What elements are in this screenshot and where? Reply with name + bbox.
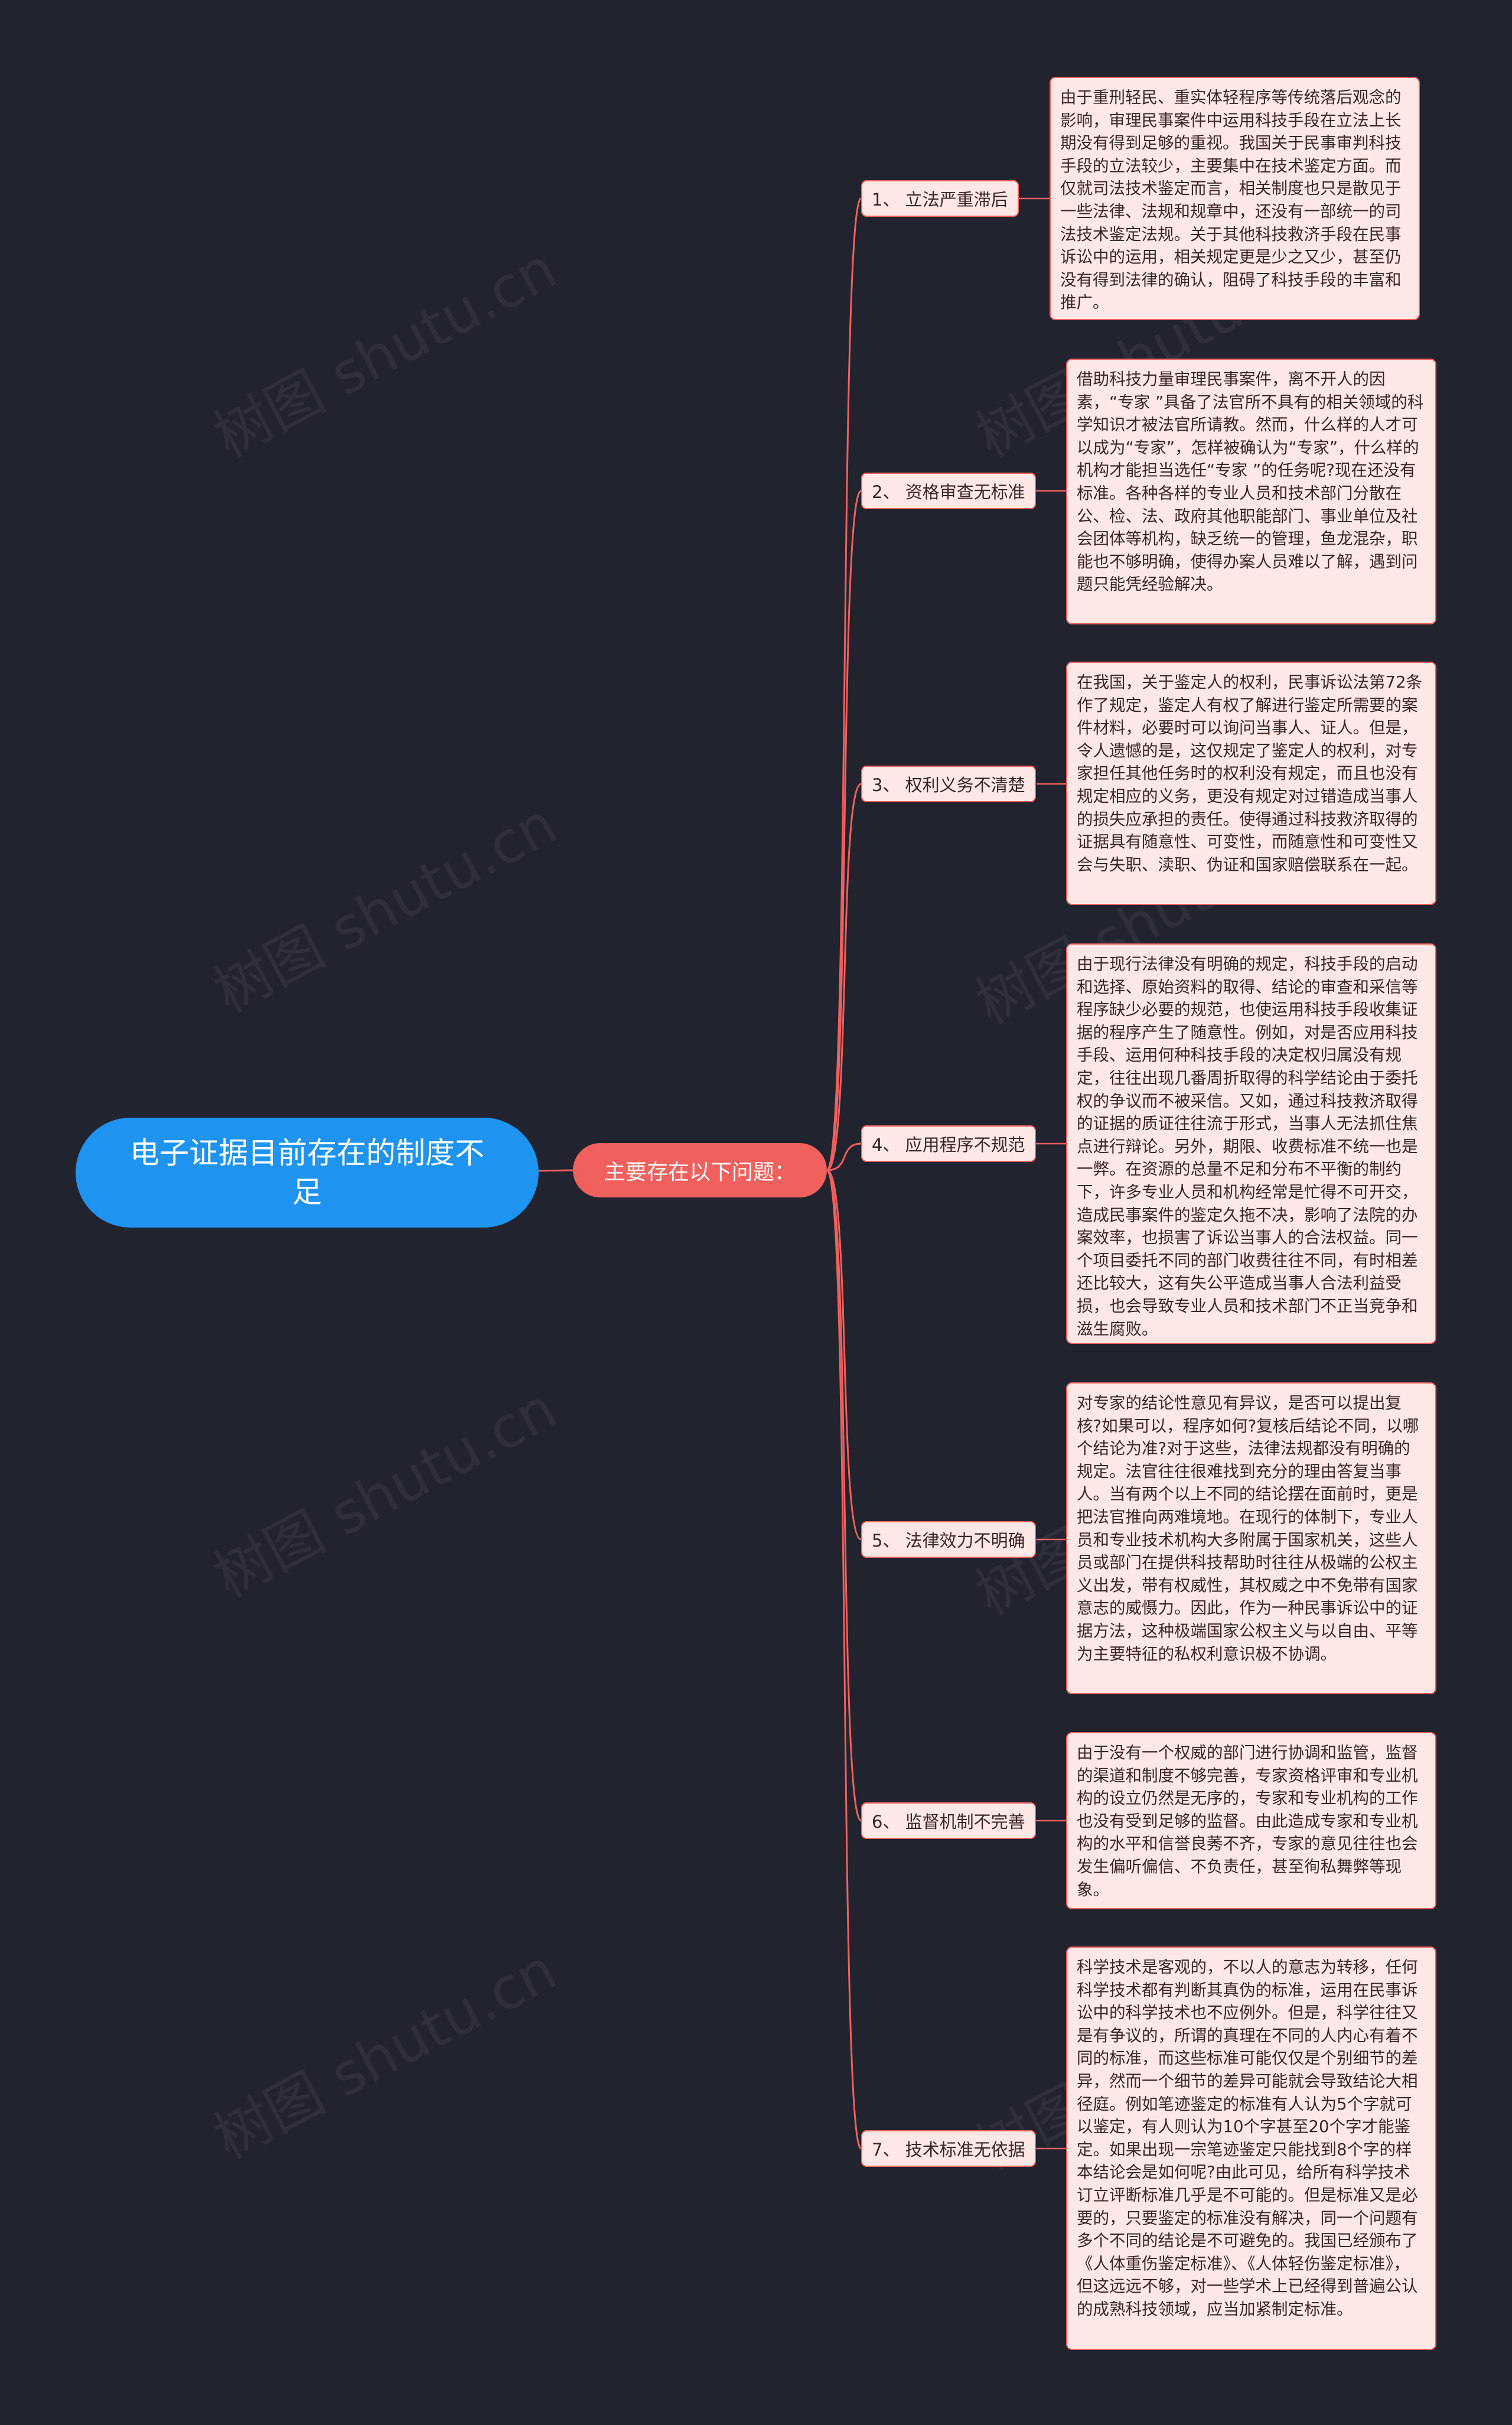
sub-topic[interactable]: 主要存在以下问题： (573, 1143, 827, 1197)
leaf-card-1[interactable]: 由于重刑轻民、重实体轻程序等传统落后观念的影响，审理民事案件中运用科技手段在立法… (1050, 77, 1420, 320)
leaf-card-text: 在我国，关于鉴定人的权利，民事诉讼法第72条作了规定，鉴定人有权了解进行鉴定所需… (1077, 673, 1422, 874)
leaf-card-7[interactable]: 科学技术是客观的，不以人的意志为转移，任何科学技术都有判断其真伪的标准，运用在民… (1066, 1946, 1436, 2350)
sub-to-branch-line-2 (826, 490, 862, 1171)
branch-topic-5[interactable]: 5、 法律效力不明确 (861, 1521, 1036, 1558)
branch-topic-6[interactable]: 6、 监督机制不完善 (861, 1802, 1036, 1839)
sub-to-branch-line-3 (826, 783, 862, 1171)
branch-topic-label: 7、 技术标准无依据 (872, 2140, 1025, 2160)
branch-topic-3[interactable]: 3、 权利义务不清楚 (861, 766, 1036, 802)
branch-topic-label: 5、 法律效力不明确 (872, 1531, 1025, 1551)
leaf-card-3[interactable]: 在我国，关于鉴定人的权利，民事诉讼法第72条作了规定，鉴定人有权了解进行鉴定所需… (1066, 662, 1436, 905)
branch-topic-7[interactable]: 7、 技术标准无依据 (861, 2130, 1036, 2167)
sub-to-branch-line-1 (826, 197, 862, 1171)
leaf-card-2[interactable]: 借助科技力量审理民事案件，离不开人的因素，“专家 ”具备了法官所不具有的相关领域… (1066, 359, 1436, 624)
leaf-card-5[interactable]: 对专家的结论性意见有异议，是否可以提出复核?如果可以，程序如何?复核后结论不同，… (1066, 1382, 1436, 1694)
branch-topic-label: 6、 监督机制不完善 (872, 1812, 1025, 1832)
leaf-card-text: 借助科技力量审理民事案件，离不开人的因素，“专家 ”具备了法官所不具有的相关领域… (1077, 370, 1424, 594)
branch-topic-1[interactable]: 1、 立法严重滞后 (861, 180, 1019, 217)
leaf-card-text: 由于没有一个权威的部门进行协调和监管，监督的渠道和制度不够完善，专家资格评审和专… (1077, 1743, 1418, 1899)
root-topic[interactable]: 电子证据目前存在的制度不足 (76, 1118, 539, 1228)
branch-topic-label: 4、 应用程序不规范 (872, 1135, 1025, 1155)
leaf-card-text: 对专家的结论性意见有异议，是否可以提出复核?如果可以，程序如何?复核后结论不同，… (1077, 1394, 1419, 1664)
sub-to-branch-line-6 (826, 1169, 862, 1822)
branch-topic-label: 3、 权利义务不清楚 (872, 775, 1025, 795)
branch-topic-4[interactable]: 4、 应用程序不规范 (861, 1125, 1036, 1162)
leaf-card-text: 由于重刑轻民、重实体轻程序等传统落后观念的影响，审理民事案件中运用科技手段在立法… (1060, 88, 1402, 313)
leaf-card-4[interactable]: 由于现行法律没有明确的规定，科技手段的启动和选择、原始资料的取得、结论的审查和采… (1066, 943, 1436, 1344)
sub-to-branch-line-7 (826, 1169, 862, 2150)
sub-to-branch-line-4 (826, 1142, 862, 1171)
branch-topic-label: 1、 立法严重滞后 (872, 190, 1008, 210)
leaf-card-6[interactable]: 由于没有一个权威的部门进行协调和监管，监督的渠道和制度不够完善，专家资格评审和专… (1066, 1732, 1436, 1909)
branch-topic-label: 2、 资格审查无标准 (872, 482, 1025, 502)
root-topic-title: 电子证据目前存在的制度不足 (130, 1136, 484, 1209)
sub-to-branch-line-5 (826, 1169, 862, 1541)
branch-topic-2[interactable]: 2、 资格审查无标准 (861, 473, 1036, 509)
sub-topic-label: 主要存在以下问题： (604, 1160, 796, 1184)
leaf-card-text: 由于现行法律没有明确的规定，科技手段的启动和选择、原始资料的取得、结论的审查和采… (1077, 955, 1418, 1339)
leaf-card-text: 科学技术是客观的，不以人的意志为转移，任何科学技术都有判断其真伪的标准，运用在民… (1077, 1958, 1418, 2319)
